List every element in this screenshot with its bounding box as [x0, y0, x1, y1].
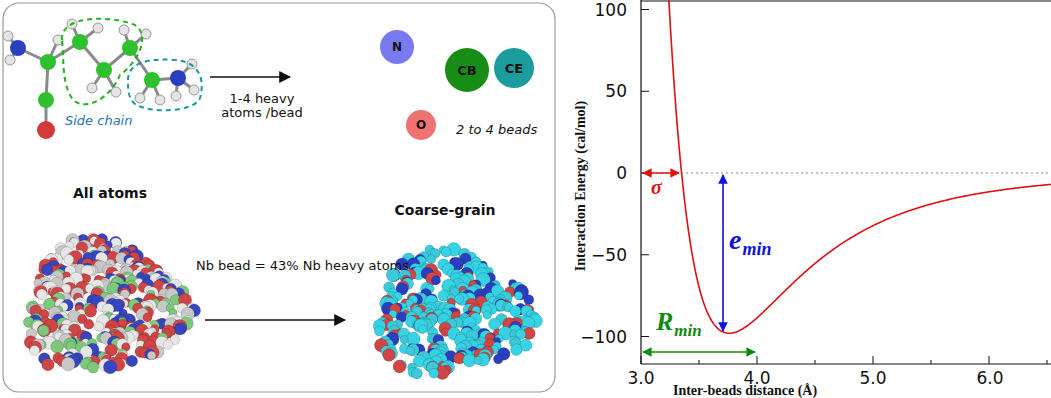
axis-title: Inter-beads distance (Å)	[673, 383, 817, 398]
tick-label: 50	[605, 82, 627, 101]
tick-label: −50	[591, 246, 627, 265]
rmin-subscript: min	[674, 322, 701, 341]
tick-label: 6.0	[976, 369, 1003, 388]
tick-label: 0	[616, 164, 627, 183]
tick-label: 5.0	[859, 369, 886, 388]
sigma-arrow	[643, 172, 679, 174]
bead: N	[380, 30, 414, 64]
bead-label: CE	[505, 61, 523, 76]
potential-curve	[658, 0, 1051, 333]
rmin-label: R	[656, 308, 673, 337]
emin-arrow	[722, 175, 724, 331]
rmin-arrow	[643, 351, 755, 353]
bead: CB	[445, 48, 489, 92]
bead: O	[406, 110, 436, 140]
zero-line	[641, 172, 1051, 173]
terminal-group-outline	[128, 60, 202, 111]
bead-label: N	[392, 40, 402, 54]
tick-label: 100	[595, 1, 627, 20]
bead-count-note: 2 to 4 beads	[456, 123, 537, 137]
panel-heading: Coarse-grain	[394, 203, 495, 218]
emin-label: e	[729, 225, 741, 256]
arrow-note: 1-4 heavy atoms /bead	[221, 92, 303, 121]
panel-heading: All atoms	[73, 186, 147, 201]
emin-subscript: min	[742, 240, 771, 260]
axis-title: Interaction Energy (cal/mol)	[573, 101, 588, 271]
tick-label: −100	[580, 328, 627, 347]
mapping-note: Nb bead = 43% Nb heavy atoms	[196, 259, 409, 273]
conversion-arrow	[205, 319, 345, 321]
molecule-bonds	[8, 24, 194, 130]
all-atom-protein	[23, 233, 200, 374]
group-label: Side chain	[65, 114, 132, 128]
energy-chart	[641, 0, 1051, 364]
bead-label: CB	[457, 63, 476, 78]
panel-frame	[3, 3, 555, 392]
bead-label: O	[416, 118, 426, 132]
tick-label: 3.0	[627, 369, 654, 388]
molecule-atoms	[3, 19, 199, 139]
side-chain-outline	[62, 19, 142, 105]
sigma-label: σ	[651, 176, 662, 198]
conversion-arrow	[210, 76, 290, 78]
bead: CE	[494, 48, 534, 88]
